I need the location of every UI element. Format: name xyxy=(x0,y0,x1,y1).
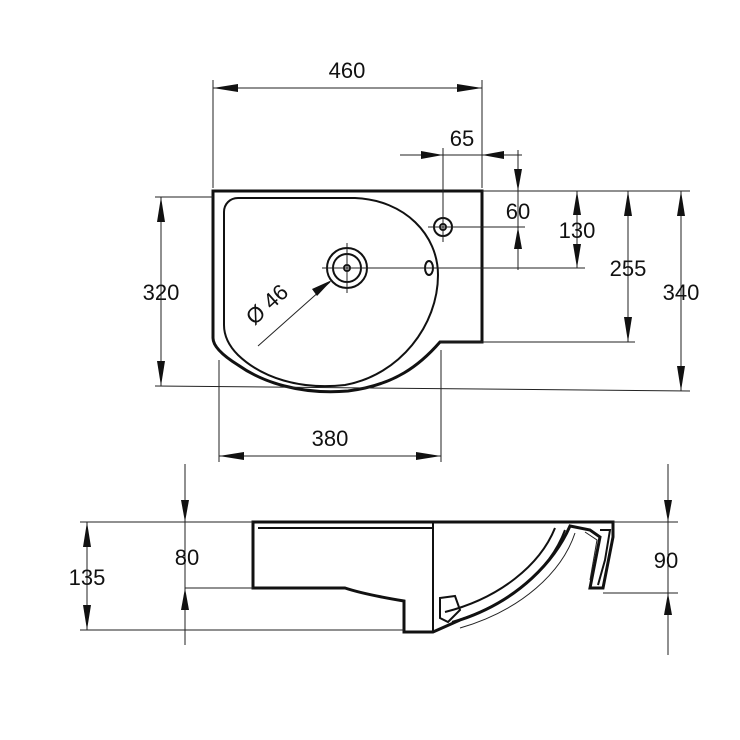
bowl-inner-outline xyxy=(223,197,440,388)
dim-label-460: 460 xyxy=(329,58,366,83)
dim-rim-height-left: 80 xyxy=(175,464,199,645)
dim-label-130: 130 xyxy=(559,218,596,243)
extension-lines-side xyxy=(80,521,678,631)
side-end-detail-2 xyxy=(584,531,598,581)
side-view xyxy=(251,520,615,634)
side-bowl-curve-inner-2 xyxy=(459,532,576,629)
dim-drain-diameter: Ø 46 xyxy=(241,279,332,347)
dim-total-height: 135 xyxy=(69,522,106,630)
side-bowl-curve-inner xyxy=(451,529,566,623)
dim-bowl-width: 380 xyxy=(219,426,441,460)
dim-overall-depth: 340 xyxy=(663,191,700,391)
dim-label-340: 340 xyxy=(663,280,700,305)
dim-label-135: 135 xyxy=(69,565,106,590)
dim-label-80: 80 xyxy=(175,545,199,570)
dim-label-255: 255 xyxy=(610,256,647,281)
dim-label-90: 90 xyxy=(654,548,678,573)
top-view xyxy=(211,189,484,394)
tap-hole xyxy=(428,212,458,242)
side-drain-detail xyxy=(439,594,462,624)
drain-hole xyxy=(322,243,372,293)
dim-overall-width: 460 xyxy=(213,58,482,92)
dim-overflow-from-top: 130 xyxy=(559,191,596,268)
dim-tap-offset: 65 xyxy=(400,126,522,159)
basin-outline xyxy=(211,189,484,394)
side-end-detail xyxy=(597,529,612,586)
dim-rim-height-right: 90 xyxy=(654,464,678,655)
dim-basin-depth-left: 320 xyxy=(143,197,180,386)
dim-label-60: 60 xyxy=(506,199,530,224)
dim-tap-from-top: 60 xyxy=(506,150,530,270)
dim-label-380: 380 xyxy=(312,426,349,451)
extension-lines-top xyxy=(154,80,691,462)
side-bowl-curve xyxy=(444,527,556,613)
dim-bowl-depth-back: 255 xyxy=(610,191,647,342)
dim-label-65: 65 xyxy=(450,126,474,151)
dim-label-320: 320 xyxy=(143,280,180,305)
